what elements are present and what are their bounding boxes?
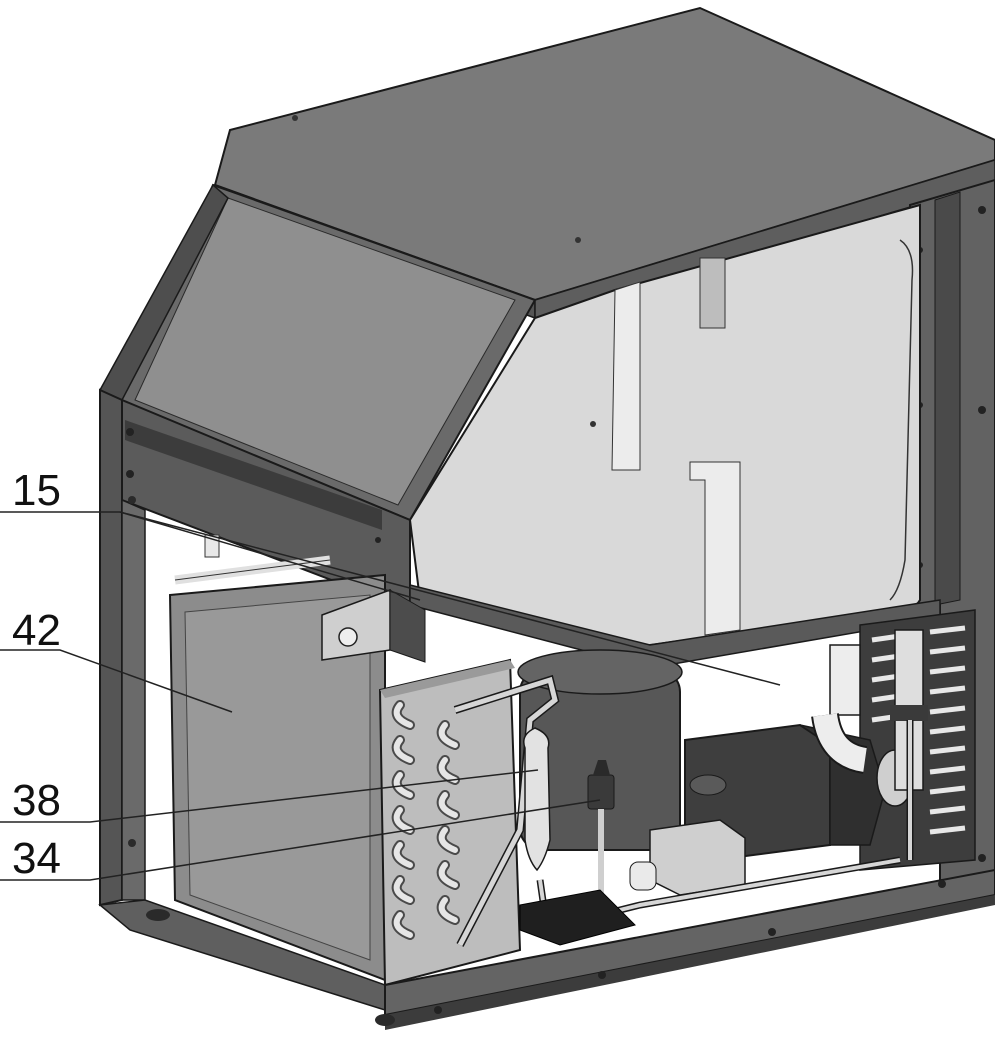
leader-15b <box>119 511 781 686</box>
callout-15: 15 <box>12 466 61 515</box>
condenser <box>378 658 522 987</box>
leader-42 <box>0 649 233 713</box>
callout-38: 38 <box>12 776 61 825</box>
solenoid-valve <box>629 819 746 896</box>
callout-42: 42 <box>12 606 61 655</box>
callouts: 15 42 38 34 <box>12 466 61 883</box>
base-plate <box>98 868 995 1030</box>
callout-34: 34 <box>12 834 61 883</box>
front-slant-panel <box>98 183 537 522</box>
sight-valve <box>587 760 615 900</box>
leader-38 <box>0 769 539 823</box>
inner-back-panel <box>168 573 386 982</box>
leader-lines <box>0 511 781 881</box>
water-tank <box>408 203 921 647</box>
leader-34 <box>0 799 601 881</box>
thermostat-box <box>321 588 426 663</box>
filter-drier <box>523 727 551 872</box>
drain-block <box>519 889 636 946</box>
